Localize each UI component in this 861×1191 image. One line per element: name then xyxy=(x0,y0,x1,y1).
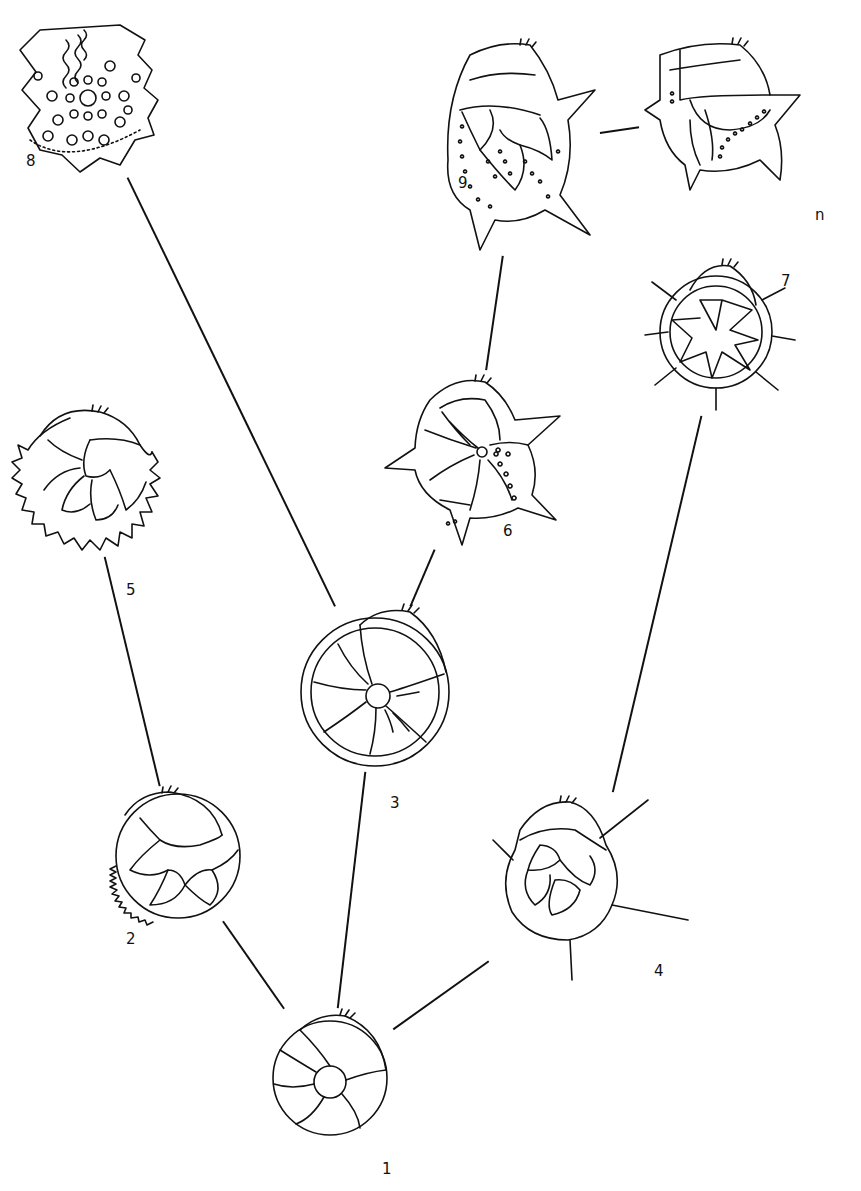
foram-test: 9 xyxy=(442,38,596,252)
foram-test: n xyxy=(643,38,803,192)
foram-test: 6 xyxy=(385,374,561,546)
foram-test: 2 xyxy=(108,790,244,918)
foram-test: 1 xyxy=(270,1012,390,1137)
figure-number: 3 xyxy=(390,796,400,811)
foram-test: 5 xyxy=(10,405,162,553)
test-drawing-1 xyxy=(273,1009,387,1135)
figure-number: 5 xyxy=(126,583,136,598)
lineage-line xyxy=(600,127,639,133)
test-drawing-3 xyxy=(301,604,449,766)
lineage-line xyxy=(486,256,503,370)
lineage-line xyxy=(613,416,702,792)
test-drawing-2 xyxy=(110,786,240,925)
lineage-line xyxy=(128,178,336,607)
lineage-line xyxy=(105,557,160,786)
lineage-line xyxy=(338,772,366,1008)
foram-test: 3 xyxy=(300,610,450,768)
figure-number: n xyxy=(815,208,825,223)
test-drawing-5 xyxy=(12,405,160,550)
foram-test: 4 xyxy=(492,796,688,982)
figure-number: 4 xyxy=(654,964,664,979)
test-drawing-10 xyxy=(645,38,800,190)
figure-number: 7 xyxy=(781,274,791,289)
test-drawing-7 xyxy=(645,259,795,410)
test-drawing-9 xyxy=(448,39,595,250)
lineage-line xyxy=(223,921,284,1008)
figure-number: 9 xyxy=(458,176,468,191)
foram-test: 7 xyxy=(643,262,797,412)
figure-number: 8 xyxy=(26,154,36,169)
figure-number: 1 xyxy=(382,1162,392,1177)
lineage-line xyxy=(410,550,434,607)
test-drawing-8 xyxy=(20,25,158,172)
test-drawing-6 xyxy=(385,375,560,545)
foram-test: 8 xyxy=(18,22,160,174)
lineage-line xyxy=(393,961,488,1029)
test-drawing-4 xyxy=(493,796,688,980)
figure-number: 2 xyxy=(126,932,136,947)
figure-number: 6 xyxy=(503,524,513,539)
